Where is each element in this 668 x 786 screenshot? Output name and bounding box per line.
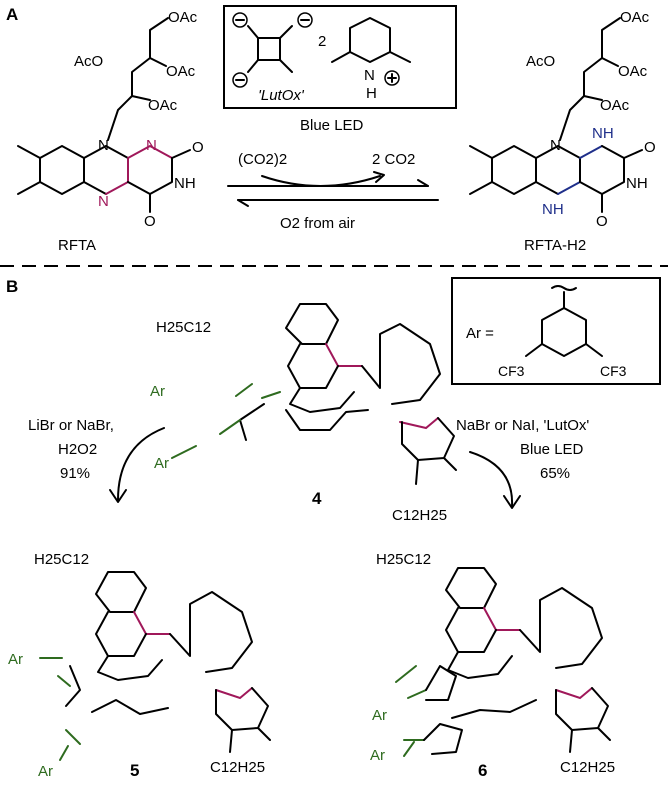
- forward-product: 2 CO2: [372, 151, 415, 168]
- condition-blue-led: Blue LED: [300, 117, 364, 134]
- lutidinium-structure: N H: [331, 17, 411, 102]
- right-arrow: [469, 451, 521, 509]
- c6-ar-2: Ar: [370, 747, 385, 764]
- compound-6-structure: [395, 567, 611, 757]
- rfta-label: RFTA: [58, 237, 96, 254]
- c5-ar-2: Ar: [38, 763, 53, 780]
- left-arrow: [109, 427, 165, 503]
- rfta-h2-structure: [469, 17, 643, 213]
- rfta-N5: N: [98, 193, 109, 210]
- left-condition-2: H2O2: [58, 441, 97, 458]
- compound-4-label: 4: [312, 489, 322, 508]
- lutox-count: 2: [318, 33, 326, 50]
- reverse-condition: O2 from air: [280, 215, 355, 232]
- rfta-aco: AcO: [74, 53, 103, 70]
- lutox-box: [223, 5, 457, 109]
- rfta-h2-O2: O: [644, 139, 656, 156]
- cf3-left: CF3: [498, 363, 525, 379]
- forward-reagent: (CO2)2: [238, 151, 287, 168]
- lutidinium-N: N: [364, 67, 375, 84]
- c6-ar-1: Ar: [372, 707, 387, 724]
- rfta-h2-N10: N: [550, 137, 561, 154]
- rfta-oac-3: OAc: [148, 97, 178, 114]
- c5-alkyl-top: H25C12: [34, 551, 89, 568]
- c5-alkyl-bottom: C12H25: [210, 759, 265, 776]
- rfta-h2-N1H: NH: [592, 125, 614, 142]
- rfta-O4: O: [144, 213, 156, 230]
- ar-definition-label: Ar =: [466, 325, 494, 342]
- rfta-h2-aco: AcO: [526, 53, 555, 70]
- c4-alkyl-top: H25C12: [156, 319, 211, 336]
- rfta-h2-oac-1: OAc: [620, 9, 650, 26]
- panel-label-b: B: [6, 277, 18, 296]
- rfta-h2-N5H: NH: [542, 201, 564, 218]
- c6-alkyl-bottom: C12H25: [560, 759, 615, 776]
- rfta-h2-label: RFTA-H2: [524, 237, 586, 254]
- c4-alkyl-bottom: C12H25: [392, 507, 447, 524]
- c4-ar-1: Ar: [150, 383, 165, 400]
- rfta-h2-oac-3: OAc: [600, 97, 630, 114]
- compound-5-structure: [39, 571, 271, 761]
- compound-6-label: 6: [478, 761, 487, 780]
- rfta-N1: N: [146, 137, 157, 154]
- c5-ar-1: Ar: [8, 651, 23, 668]
- rfta-oac-1: OAc: [168, 9, 198, 26]
- oxalate-structure: [232, 12, 313, 88]
- rfta-h2-N3H: NH: [626, 175, 648, 192]
- right-condition-1: NaBr or NaI, 'LutOx': [456, 417, 589, 434]
- rfta-N3H: NH: [174, 175, 196, 192]
- rfta-oac-2: OAc: [166, 63, 196, 80]
- rfta-h2-O4: O: [596, 213, 608, 230]
- rfta-structure: [17, 17, 191, 213]
- aryl-structure: [525, 285, 603, 357]
- rfta-O2: O: [192, 139, 204, 156]
- compound-4-structure: [171, 303, 457, 485]
- lutidinium-H: H: [366, 85, 377, 102]
- rfta-N10: N: [98, 137, 109, 154]
- equilibrium-arrows: [227, 171, 439, 207]
- compound-5-label: 5: [130, 761, 139, 780]
- right-condition-3: 65%: [540, 465, 570, 482]
- lutox-name: 'LutOx': [258, 87, 305, 104]
- c6-alkyl-top: H25C12: [376, 551, 431, 568]
- right-condition-2: Blue LED: [520, 441, 584, 458]
- c4-ar-2: Ar: [154, 455, 169, 472]
- rfta-h2-oac-2: OAc: [618, 63, 648, 80]
- cf3-right: CF3: [600, 363, 627, 379]
- panel-label-a: A: [6, 5, 18, 24]
- left-condition-3: 91%: [60, 465, 90, 482]
- left-condition-1: LiBr or NaBr,: [28, 417, 114, 434]
- ar-definition-box: [451, 277, 661, 385]
